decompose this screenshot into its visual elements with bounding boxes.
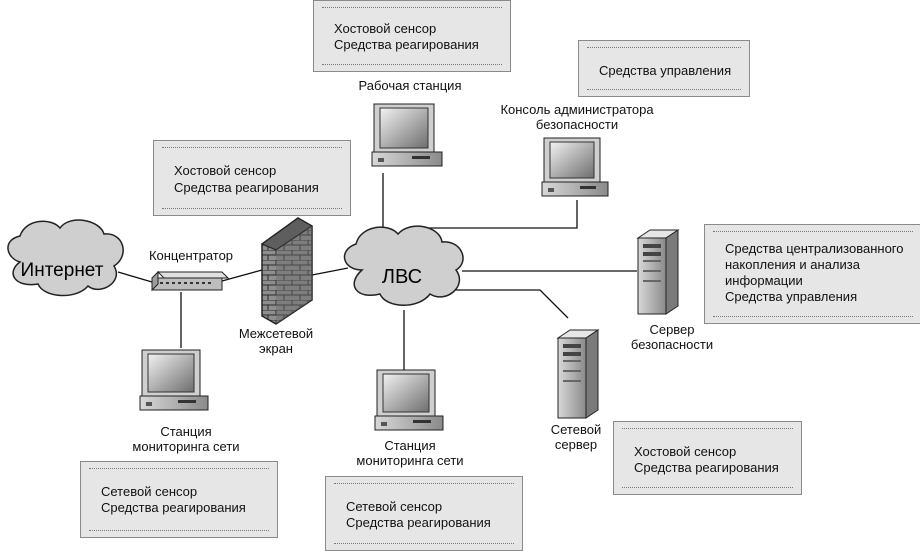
link-hub-firewall xyxy=(221,269,263,282)
admin-console-computer-icon xyxy=(541,137,609,197)
internet-cloud: Интернет xyxy=(7,219,124,297)
workstation-label: Рабочая станция xyxy=(358,78,462,93)
note-network-server: Хостовой сенсор Средства реагирования xyxy=(613,421,802,495)
note-firewall-line-2: Средства реагирования xyxy=(174,180,319,195)
admin-console-label: Консоль администратора безопасности xyxy=(500,102,654,132)
note-security-server-line-4: Средства управления xyxy=(725,289,858,304)
note-firewall: Хостовой сенсор Средства реагирования xyxy=(153,140,351,216)
link-lan-console xyxy=(429,200,578,236)
firewall-label: Межсетевой экран xyxy=(238,326,314,356)
note-monitor-left-line-1: Сетевой сенсор xyxy=(101,484,198,499)
note-monitor-center: Сетевой сенсор Средства реагирования xyxy=(325,476,523,551)
hub-icon xyxy=(151,270,230,292)
note-security-server-line-3: информации xyxy=(725,273,803,288)
link-lan-netserver xyxy=(455,289,569,319)
note-firewall-line-1: Хостовой сенсор xyxy=(174,163,277,178)
monitor-center-label: Станция мониторинга сети xyxy=(356,438,464,468)
note-security-server-line-2: накопления и анализа xyxy=(725,257,860,272)
note-monitor-center-line-1: Сетевой сенсор xyxy=(346,499,443,514)
note-security-server: Средства централизованного накопления и … xyxy=(704,224,920,324)
internet-label: Интернет xyxy=(21,260,104,281)
workstation-computer-icon xyxy=(371,103,443,167)
network-server-tower-icon xyxy=(556,329,600,419)
note-workstation-line-2: Средства реагирования xyxy=(334,37,479,52)
lan-cloud: ЛВС xyxy=(343,225,464,306)
note-monitor-center-line-2: Средства реагирования xyxy=(346,515,491,530)
note-workstation: Хостовой сенсор Средства реагирования xyxy=(313,0,511,72)
note-monitor-left: Сетевой сенсор Средства реагирования xyxy=(80,461,278,538)
monitoring-station-left-icon xyxy=(139,349,209,411)
note-workstation-line-1: Хостовой сенсор xyxy=(334,21,437,36)
note-admin-console: Средства управления xyxy=(578,40,750,97)
firewall-icon xyxy=(260,217,314,325)
monitoring-station-center-icon xyxy=(374,369,444,431)
note-security-server-line-1: Средства централизованного xyxy=(725,241,904,256)
lan-label: ЛВС xyxy=(382,266,422,288)
link-internet-hub xyxy=(117,271,153,283)
hub-label: Концентратор xyxy=(148,248,234,263)
security-server-label: Сервер безопасности xyxy=(630,322,714,352)
link-firewall-lan xyxy=(311,267,349,276)
network-server-label: Сетевой сервер xyxy=(550,422,602,452)
note-network-server-line-2: Средства реагирования xyxy=(634,460,779,475)
note-network-server-line-1: Хостовой сенсор xyxy=(634,444,737,459)
monitor-left-label: Станция мониторинга сети xyxy=(132,424,240,454)
security-server-tower-icon xyxy=(636,229,680,315)
note-admin-console-line-1: Средства управления xyxy=(599,63,732,78)
note-monitor-left-line-2: Средства реагирования xyxy=(101,500,246,515)
